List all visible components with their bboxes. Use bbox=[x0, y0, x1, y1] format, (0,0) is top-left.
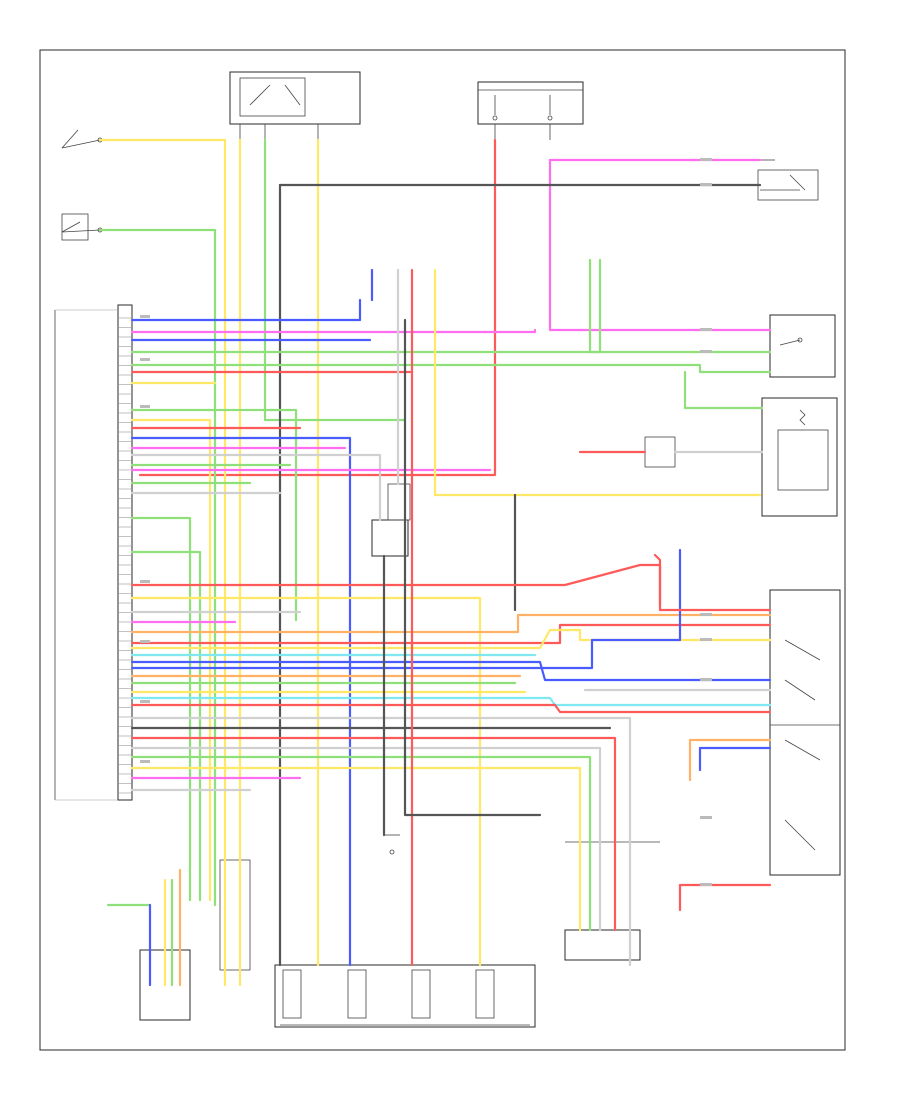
wire-cyan-2 bbox=[130, 696, 772, 707]
top-left-fuse-block bbox=[229, 71, 361, 140]
wire-tick-labels bbox=[140, 158, 712, 886]
ground-symbol bbox=[384, 834, 400, 855]
wire-yellow-sw1 bbox=[98, 138, 227, 987]
top-right-switch bbox=[757, 159, 819, 201]
wire-green-sw2 bbox=[98, 228, 217, 907]
wire-green-10 bbox=[130, 755, 592, 932]
wire-red-6 bbox=[130, 736, 617, 932]
wire-green-8 bbox=[130, 550, 202, 902]
wire-green-12 bbox=[683, 370, 764, 410]
wire-green-11 bbox=[588, 258, 772, 354]
module-connector bbox=[54, 304, 133, 801]
wire-blue-4 bbox=[130, 660, 772, 682]
wire-black-8 bbox=[403, 318, 542, 817]
wire-yellow-9 bbox=[130, 766, 582, 932]
wire-white-5 bbox=[130, 716, 632, 967]
wire-white-2 bbox=[130, 453, 382, 522]
wire-blue-5 bbox=[130, 548, 682, 670]
bottom-center-plug-bar bbox=[274, 964, 536, 1028]
wire-green-7 bbox=[130, 516, 192, 902]
top-left-switch bbox=[61, 129, 103, 241]
top-right-fuse-block bbox=[477, 81, 584, 140]
wire-orange-1 bbox=[130, 613, 772, 634]
pin-lines bbox=[118, 317, 132, 794]
wire-blue-7 bbox=[698, 746, 772, 772]
wire-magenta-1 bbox=[130, 328, 537, 334]
small-resistor bbox=[644, 436, 676, 468]
wire-red-4 bbox=[130, 623, 772, 645]
wire-orange-3 bbox=[688, 738, 772, 782]
wire-red-9 bbox=[653, 553, 772, 612]
wire-blue-3 bbox=[130, 436, 352, 967]
wire-green-4 bbox=[130, 408, 298, 622]
wire-red-10 bbox=[678, 883, 772, 912]
wire-red-5 bbox=[130, 703, 772, 714]
right-range-switch bbox=[769, 589, 841, 876]
wire-yellow-4 bbox=[130, 418, 212, 902]
right-relay-box bbox=[769, 314, 836, 378]
wire-red-v1 bbox=[138, 138, 497, 477]
wires bbox=[98, 138, 772, 987]
right-sensor-box bbox=[761, 397, 838, 517]
diagram-frame bbox=[39, 49, 846, 1051]
bottom-range-box bbox=[219, 859, 251, 971]
wire-blue-1 bbox=[130, 298, 362, 322]
wire-green-v1 bbox=[263, 138, 407, 422]
wire-yellow-5 bbox=[433, 268, 762, 497]
wire-green-2 bbox=[130, 258, 602, 354]
wire-white-6 bbox=[130, 746, 602, 932]
wire-yellow-6 bbox=[130, 596, 482, 967]
wire-magenta-v bbox=[548, 158, 772, 332]
